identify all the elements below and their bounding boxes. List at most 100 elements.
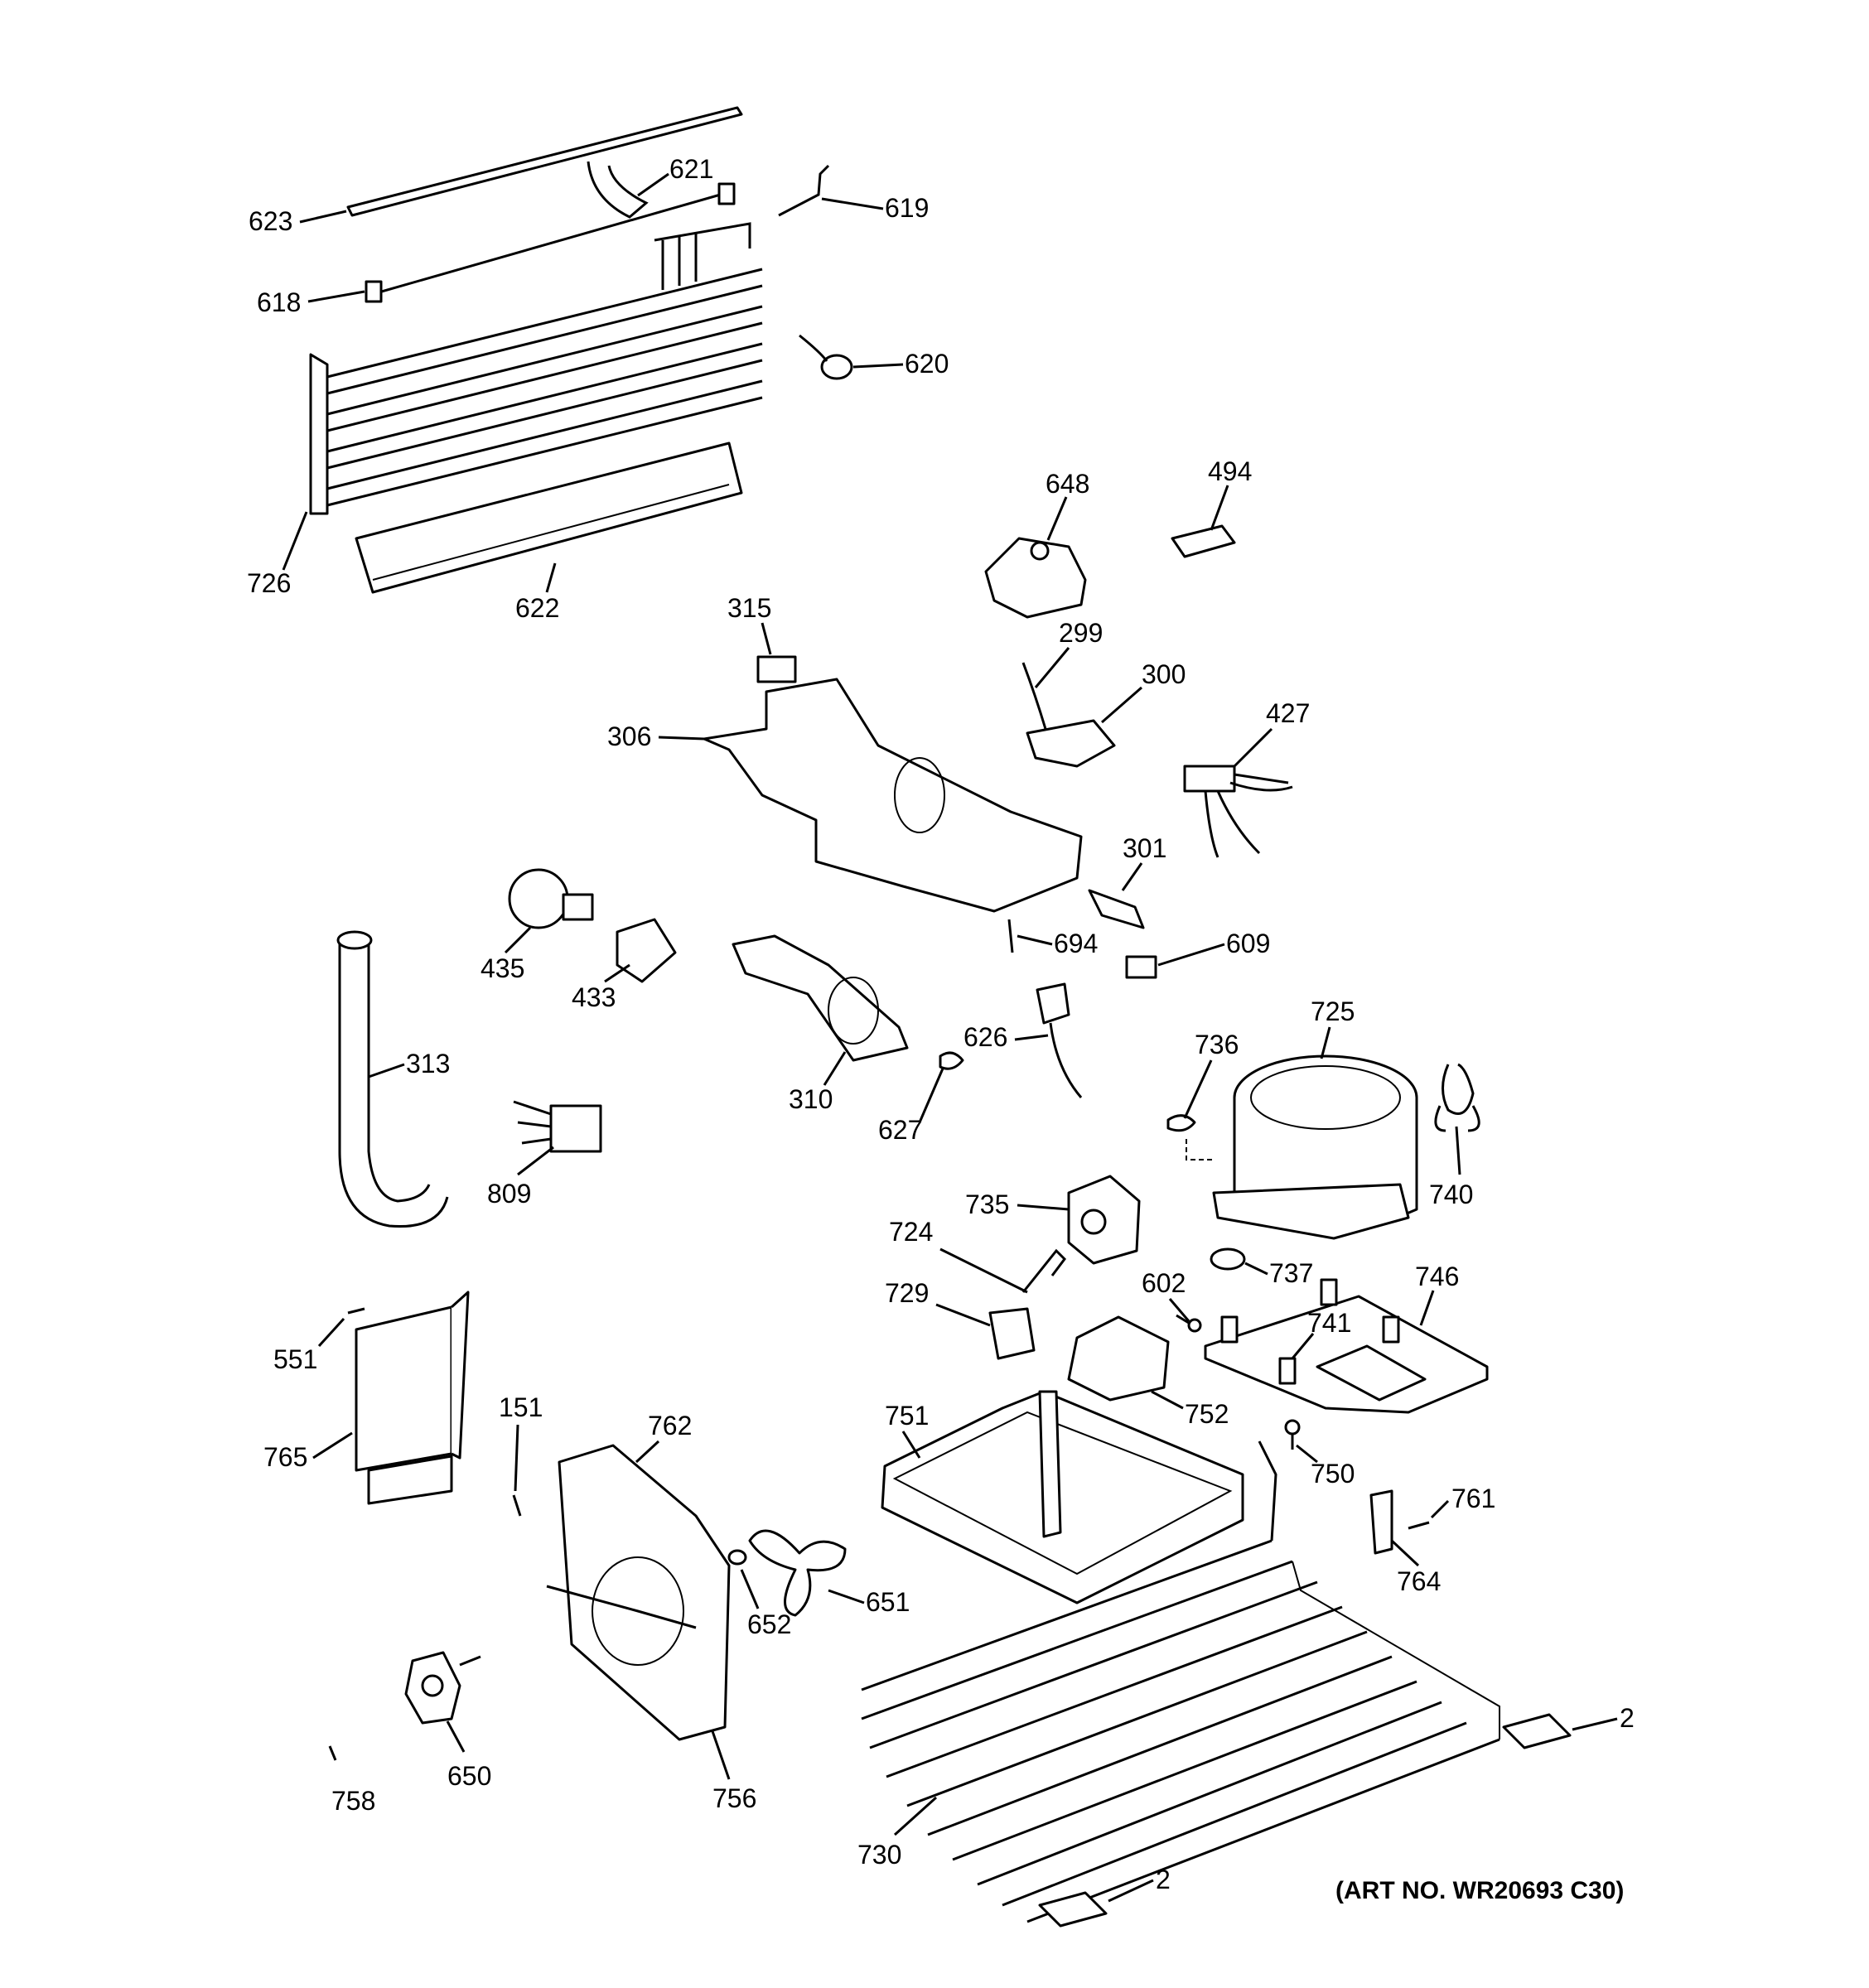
label-433: 433 [572,982,616,1012]
label-551: 551 [273,1344,317,1374]
label-306: 306 [607,721,651,751]
callouts-top: 623 621 619 618 620 726 622 [247,154,949,623]
screw-761 [1408,1521,1430,1530]
rod-618 [372,191,730,296]
screw-694 [1007,919,1014,953]
label-730: 730 [857,1840,901,1870]
label-729: 729 [885,1278,929,1308]
fan-assembly [328,1291,847,1761]
label-725: 725 [1311,996,1355,1026]
label-726: 726 [247,568,291,598]
screw-151 [512,1494,522,1517]
control-300 [1026,719,1116,768]
label-648: 648 [1046,469,1089,499]
grommet-737 [1210,1247,1246,1271]
art-number: (ART NO. WR20693 C30) [1335,1877,1624,1904]
label-435: 435 [481,953,524,983]
label-622: 622 [515,593,559,623]
label-761: 761 [1451,1484,1495,1513]
label-735: 735 [965,1189,1009,1219]
rod-bracket-right [717,182,736,205]
socket-301 [1088,889,1145,929]
label-809: 809 [487,1179,531,1209]
sensor-620 [820,354,853,380]
label-627: 627 [878,1115,922,1145]
label-626: 626 [963,1022,1007,1052]
label-740: 740 [1429,1180,1473,1209]
harness-427 [1183,765,1236,793]
rail-623 [346,106,743,217]
label-623: 623 [249,206,292,236]
label-310: 310 [789,1084,833,1114]
screw-758 [328,1745,337,1761]
label-736: 736 [1195,1030,1239,1059]
label-752: 752 [1185,1399,1229,1429]
label-618: 618 [257,287,301,317]
nut-652 [727,1549,747,1566]
hook-740 [1434,1063,1480,1132]
label-750: 750 [1311,1459,1355,1489]
cover-765 [355,1305,453,1472]
label-621: 621 [669,154,713,184]
label-299: 299 [1059,618,1103,648]
label-650: 650 [447,1761,491,1791]
cover-310 [732,934,909,1062]
label-652: 652 [747,1609,791,1639]
tray-751 [881,1390,1244,1604]
capillary-299 [1021,662,1047,730]
block-315 [756,655,797,683]
label-756: 756 [712,1783,756,1813]
label-746: 746 [1415,1262,1459,1291]
cord-626 [1036,982,1070,1025]
shroud-762 [558,1444,731,1741]
tube-313 [338,944,449,1228]
label-300: 300 [1142,659,1186,689]
callouts-middle: 648 494 315 299 300 306 427 301 435 433 … [368,456,1310,1209]
capacitor-729 [988,1307,1036,1360]
label-609: 609 [1226,929,1270,958]
label-724: 724 [889,1217,933,1247]
label-651: 651 [866,1587,910,1617]
label-741: 741 [1307,1308,1351,1338]
label-620: 620 [905,349,949,379]
screw-551 [347,1307,365,1315]
pad-2-right [1502,1713,1572,1749]
harness-809 [549,1104,602,1153]
condenser-area [861,1390,1572,1928]
evaporator-coils [326,222,763,507]
label-764: 764 [1397,1566,1441,1596]
rod-bracket-left [365,280,383,303]
label-301: 301 [1123,833,1166,863]
label-2-right: 2 [1620,1703,1635,1733]
socket-433 [616,918,677,983]
shield-752 [1067,1315,1170,1402]
label-694: 694 [1054,929,1098,958]
connector-494 [1171,524,1236,558]
label-737: 737 [1269,1258,1313,1288]
compressor-area [988,1054,1489,1555]
control-housing-306 [703,678,1083,913]
label-494: 494 [1208,456,1252,486]
callouts-fan: 551 765 151 762 651 652 650 758 756 [263,1317,910,1816]
timer-648 [984,537,1087,619]
label-762: 762 [648,1411,692,1440]
bulb-435 [508,868,569,929]
wire-619 [778,164,830,217]
label-619: 619 [885,193,929,223]
condenser-730 [861,1440,1500,1923]
callouts-condenser: 751 2 730 2 [857,1401,1635,1903]
wire-724 [1021,1248,1066,1293]
pad-2-bottom [1038,1891,1108,1928]
label-758: 758 [331,1786,375,1816]
bracket-764 [1369,1489,1393,1555]
control-parts [336,524,1293,1228]
evaporator-assembly [309,106,853,594]
drain-trough-622 [355,442,743,594]
label-2-bottom: 2 [1156,1865,1171,1894]
label-315: 315 [727,593,771,623]
clip-621 [587,161,649,219]
evaporator-side-plate [309,353,329,515]
label-427: 427 [1266,698,1310,728]
callouts-right: 736 725 740 735 724 737 729 602 746 741 … [885,996,1495,1596]
